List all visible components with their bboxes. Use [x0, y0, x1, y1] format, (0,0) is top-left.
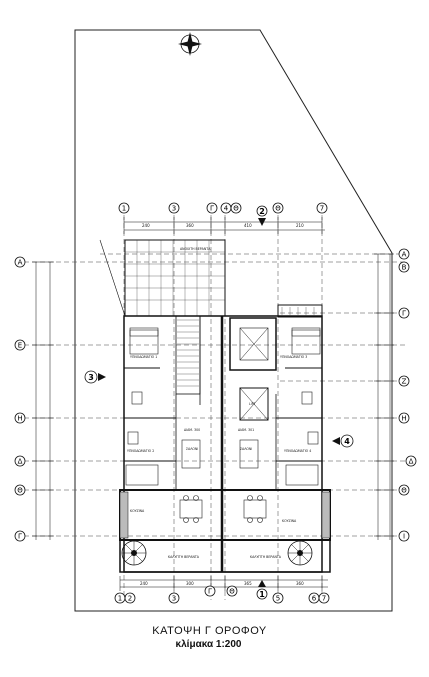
horizontal-gridlines — [24, 253, 405, 537]
room-apartment-right: ΔΙΑΜ. 301 — [238, 428, 254, 432]
section-left-label: 3 — [88, 373, 94, 382]
room-ypnodomatio-4: ΥΠΝΟΔΩΜΑΤΙΟ 4 — [284, 449, 311, 453]
drawing-title: ΚΑΤΟΨΗ Γ ΟΡΟΦΟΥ — [152, 625, 267, 637]
room-veranda-bottom-right: ΚΑΛΥΠΤΗ ΒΕΡΑΝΤΑ — [250, 555, 282, 559]
axis-bottom-1: 2 — [128, 595, 132, 603]
top-veranda-area — [99, 239, 226, 317]
section-markers: 2 1 3 4 — [84, 205, 354, 600]
axis-top-6: Θ — [275, 205, 281, 213]
dim-bottom-2: 365 — [244, 581, 252, 586]
dim-top-1: 360 — [186, 223, 194, 228]
corner-columns — [119, 491, 331, 539]
room-ypnodomatio-3: ΥΠΝΟΔΩΜΑΤΙΟ 3 — [280, 355, 307, 359]
axis-top-4: Θ — [233, 205, 239, 213]
axis-right-3: Ζ — [402, 378, 407, 386]
axis-right-6: Θ — [401, 487, 407, 495]
room-ypnodomatio-2: ΥΠΝΟΔΩΜΑΤΙΟ 2 — [127, 449, 154, 453]
left-axis-bubbles: Α Ε Η Δ Θ Γ — [14, 256, 26, 542]
axis-right-7: Ι — [403, 533, 405, 541]
dim-bottom-3: 360 — [296, 581, 304, 586]
right-dimension-chain — [374, 253, 394, 540]
axis-right-1: Β — [402, 264, 407, 272]
section-top-label: 2 — [259, 207, 265, 216]
site-boundary — [74, 29, 393, 612]
axis-top-3: 4 — [224, 205, 229, 213]
room-salon-right: ΣΑΛΟΝΙ — [240, 447, 252, 451]
room-labels: ΑΝΟΙΧΤΗ ΒΕΡΑΝΤΑ ΥΠΝΟΔΩΜΑΤΙΟ 1 ΥΠΝΟΔΩΜΑΤΙ… — [127, 247, 311, 559]
axis-top-7: 7 — [320, 205, 324, 213]
axis-bottom-7: 6 — [312, 595, 317, 603]
section-marker-left-icon: 3 — [84, 370, 106, 384]
right-axis-bubbles: Α Β Γ Ζ Η Δ Θ Ι — [398, 248, 417, 542]
axis-right-2: Γ — [402, 310, 406, 318]
axis-top-1: 3 — [172, 205, 176, 213]
axis-left-1: Ε — [18, 342, 22, 350]
axis-bottom-0: 1 — [118, 595, 122, 603]
furniture — [125, 327, 321, 523]
axis-left-4: Θ — [17, 487, 23, 495]
bottom-dimension-chain — [119, 576, 328, 591]
axis-top-2: Γ — [210, 205, 214, 213]
dim-bottom-1: 300 — [186, 581, 194, 586]
drawing-scale: κλίμακα 1:200 — [175, 639, 242, 650]
bottom-dimension-values: 240 300 365 360 — [140, 581, 304, 586]
stairs-hatching — [177, 307, 315, 387]
room-kouzina-left: ΚΟΥΖΙΝΑ — [130, 509, 145, 513]
dim-top-0: 240 — [142, 223, 150, 228]
room-veranda-top: ΑΝΟΙΧΤΗ ΒΕΡΑΝΤΑ — [180, 247, 211, 251]
axis-left-3: Δ — [18, 458, 23, 466]
top-dimension-chain — [123, 217, 325, 234]
axis-left-5: Γ — [18, 533, 22, 541]
north-arrow-icon — [178, 32, 202, 56]
left-dimension-chain — [32, 261, 54, 540]
axis-bottom-4: Θ — [229, 588, 235, 596]
top-dimension-values: 240 360 410 210 — [142, 223, 304, 228]
axis-bottom-6: 5 — [276, 595, 280, 603]
axis-bottom-8: 7 — [322, 595, 326, 603]
axis-bottom-2: 3 — [172, 595, 176, 603]
section-marker-top-icon: 2 — [256, 205, 268, 226]
dim-bottom-0: 240 — [140, 581, 148, 586]
spiral-stair-right-icon — [287, 540, 313, 566]
bottom-axis-bubbles: 1 2 3 Γ Θ 5 6 7 — [114, 585, 330, 604]
room-apartment-left: ΔΙΑΜ. 300 — [184, 428, 200, 432]
section-bottom-label: 1 — [259, 590, 265, 599]
axis-left-2: Η — [17, 415, 22, 423]
axis-bottom-3: Γ — [208, 588, 212, 596]
axis-right-4: Η — [401, 415, 406, 423]
room-ypnodomatio-1: ΥΠΝΟΔΩΜΑΤΙΟ 1 — [130, 355, 157, 359]
axis-left-0: Α — [18, 259, 23, 267]
section-right-label: 4 — [344, 437, 350, 446]
room-salon-left: ΣΑΛΟΝΙ — [186, 447, 198, 451]
section-marker-right-icon: 4 — [332, 434, 354, 448]
room-veranda-bottom-left: ΚΑΛΥΠΤΗ ΒΕΡΑΝΤΑ — [168, 555, 200, 559]
axis-right-5: Δ — [409, 458, 414, 466]
axis-right-0: Α — [402, 251, 407, 259]
room-kouzina-right: ΚΟΥΖΙΝΑ — [282, 519, 297, 523]
room-lift: LIFT — [249, 402, 255, 406]
dim-top-2: 410 — [244, 223, 252, 228]
spiral-stair-left-icon — [121, 540, 147, 566]
top-axis-bubbles: 1 3 Γ 4 Θ Θ 7 — [118, 202, 328, 214]
axis-top-0: 1 — [122, 205, 126, 213]
section-marker-bottom-icon: 1 — [256, 580, 268, 600]
dim-top-3: 210 — [296, 223, 304, 228]
